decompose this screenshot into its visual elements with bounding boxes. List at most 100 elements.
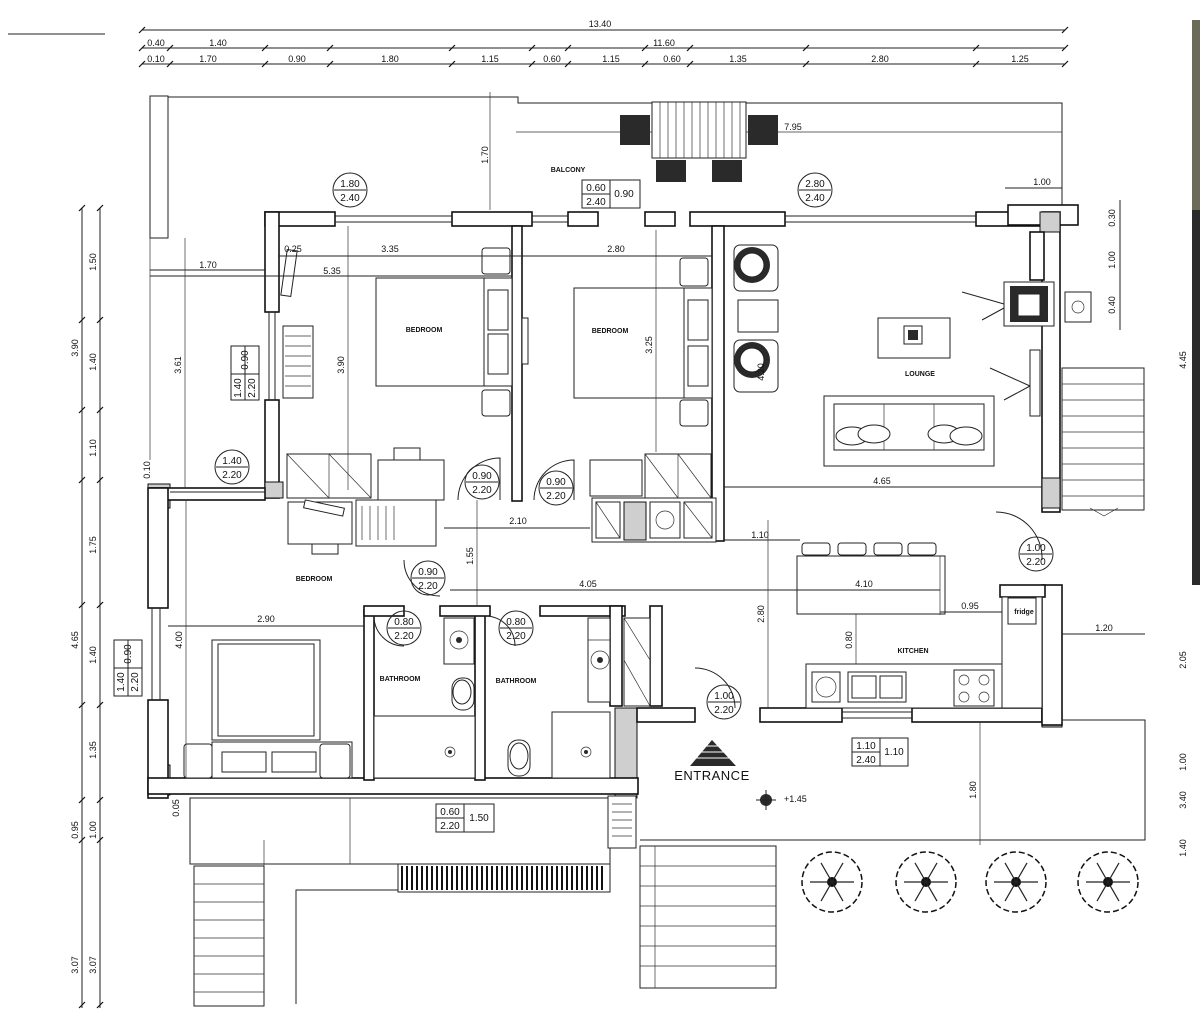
dim-right-3: 4.45 (1178, 351, 1188, 369)
dim-361: 3.61 (173, 356, 183, 374)
photo-strip (1192, 20, 1200, 585)
room-label-kitchen: KITCHEN (897, 648, 928, 655)
dim-280b: 2.80 (756, 605, 766, 623)
dim-right-7: 3.40 (1178, 791, 1188, 809)
tag-11: 0.80 2.20 (498, 610, 534, 646)
svg-text:1.10: 1.10 (856, 741, 876, 752)
svg-text:0.90: 0.90 (546, 477, 566, 488)
svg-text:0.90: 0.90 (418, 567, 438, 578)
svg-text:2.20: 2.20 (130, 672, 141, 692)
svg-text:2.80: 2.80 (805, 179, 825, 190)
dim-left-inner-7: 1.00 (88, 821, 98, 839)
level-marker: +1.45 (784, 794, 807, 804)
svg-text:1.10: 1.10 (884, 747, 904, 758)
dim-420: 4.20 (756, 363, 766, 381)
dim-210: 2.10 (509, 516, 527, 526)
svg-text:0.60: 0.60 (586, 183, 606, 194)
svg-text:1.50: 1.50 (469, 813, 489, 824)
lower-terrace (189, 795, 637, 1007)
dim-095: 0.95 (961, 601, 979, 611)
bedroom-1: BEDROOM 3.35 0.25 3.90 1.70 5.35 3.61 (150, 226, 513, 501)
tag-9: 0.90 2.20 (410, 560, 446, 596)
tag-3: 2.80 2.40 (797, 172, 833, 208)
dim-row3-8: 1.35 (729, 54, 747, 64)
dim-bedroom1-depth: 3.90 (336, 356, 346, 374)
dim-right-5: 1.00 (1178, 753, 1188, 771)
dim-row3-2: 0.90 (288, 54, 306, 64)
dim-total-width: 13.40 (589, 19, 612, 29)
dim-left-inner-4: 1.40 (88, 646, 98, 664)
svg-text:0.80: 0.80 (394, 617, 414, 628)
dim-balcony-795: 7.95 (784, 122, 802, 132)
dim-row2-b: 1.40 (209, 38, 227, 48)
svg-text:2.40: 2.40 (340, 193, 360, 204)
bathroom-2: BATHROOM (496, 617, 651, 779)
svg-text:1.40: 1.40 (222, 456, 242, 467)
room-label-bedroom-2: BEDROOM (592, 328, 629, 335)
svg-text:2.20: 2.20 (546, 491, 566, 502)
svg-text:2.20: 2.20 (418, 581, 438, 592)
dim-left-inner-8: 3.07 (88, 956, 98, 974)
dim-row3-3: 1.80 (381, 54, 399, 64)
dim-row3-0: 0.10 (147, 54, 165, 64)
svg-text:1.40: 1.40 (233, 378, 244, 398)
lounge: LOUNGE 4.20 4.65 (724, 244, 1055, 488)
dim-100-balcony: 1.00 (1033, 177, 1051, 187)
dim-405: 4.05 (579, 579, 597, 589)
dim-right-2: 0.40 (1107, 296, 1117, 314)
svg-text:2.20: 2.20 (394, 631, 414, 642)
svg-text:2.20: 2.20 (222, 470, 242, 481)
dim-left-outer-1: 4.65 (70, 631, 80, 649)
door-swings (373, 457, 1043, 709)
dim-080: 0.80 (844, 631, 854, 649)
room-label-bedroom-3: BEDROOM (296, 576, 333, 583)
dim-left-outer-0: 3.90 (70, 339, 80, 357)
sofa (823, 395, 995, 467)
tag-6: 0.90 2.20 (464, 464, 500, 500)
svg-text:2.40: 2.40 (856, 755, 876, 766)
svg-text:2.20: 2.20 (506, 631, 526, 642)
tag-15: 0.60 2.20 1.50 (435, 803, 495, 833)
tag-14: 1.10 2.40 1.10 (851, 737, 909, 767)
svg-text:2.40: 2.40 (805, 193, 825, 204)
dim-bedroom1-width: 3.35 (381, 244, 399, 254)
dim-balcony-depth: 1.70 (480, 146, 490, 164)
tree-4 (1077, 851, 1139, 913)
balcony-dining-set (620, 101, 778, 182)
dim-row3-7: 0.60 (663, 54, 681, 64)
dim-left-inner-3: 1.75 (88, 536, 98, 554)
tag-8: 1.00 2.20 (1018, 536, 1054, 572)
dim-005: 0.05 (171, 799, 181, 817)
trees (801, 851, 1139, 913)
svg-text:0.90: 0.90 (472, 471, 492, 482)
dim-row3-6: 1.15 (602, 54, 620, 64)
svg-text:1.40: 1.40 (116, 672, 127, 692)
tag-2: 0.60 2.40 0.90 (581, 179, 641, 209)
dim-right-1: 1.00 (1107, 251, 1117, 269)
room-label-balcony: BALCONY (551, 167, 586, 174)
tag-5: 1.40 2.20 (214, 449, 250, 485)
bathroom-1: BATHROOM (373, 617, 476, 779)
dim-row3-5: 0.60 (543, 54, 561, 64)
dim-row3-4: 1.15 (481, 54, 499, 64)
dim-110: 1.10 (751, 530, 769, 540)
svg-text:2.20: 2.20 (472, 485, 492, 496)
dim-180: 1.80 (968, 781, 978, 799)
dim-right-0: 0.30 (1107, 209, 1117, 227)
dim-left-inner-0: 1.50 (88, 253, 98, 271)
dim-120: 1.20 (1095, 623, 1113, 633)
dim-left-inner-2: 1.10 (88, 439, 98, 457)
kitchen: fridge KITCHEN 4.10 0.95 2.80 0.80 1.20 (756, 520, 1145, 709)
room-label-bathroom-2: BATHROOM (496, 678, 537, 685)
tree-1 (801, 851, 863, 913)
tag-12: 1.40 2.20 0.90 (113, 639, 143, 697)
svg-text:0.90: 0.90 (614, 189, 634, 200)
svg-text:2.40: 2.40 (586, 197, 606, 208)
dim-400: 4.00 (174, 631, 184, 649)
corridor-dims: 2.10 1.55 4.05 1.10 (444, 500, 800, 606)
svg-text:0.80: 0.80 (506, 617, 526, 628)
svg-text:1.80: 1.80 (340, 179, 360, 190)
entrance-label: ENTRANCE (674, 768, 750, 783)
svg-text:1.00: 1.00 (1026, 543, 1046, 554)
